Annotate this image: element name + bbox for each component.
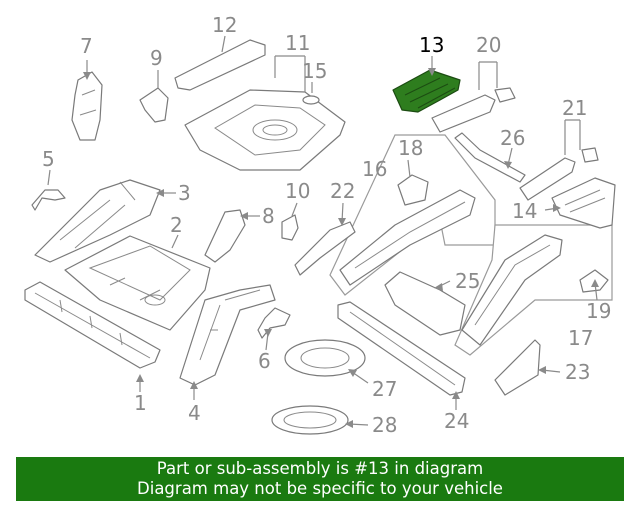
callout-1: 1: [134, 391, 147, 415]
part-20-shape: [431, 87, 516, 133]
callout-9: 9: [150, 46, 163, 70]
callout-14: 14: [512, 199, 537, 223]
callout-22: 22: [330, 179, 355, 203]
callout-12: 12: [212, 13, 237, 37]
part-3-shape: [34, 179, 161, 263]
part-27-shape: [284, 339, 366, 377]
part-23-shape: [494, 339, 541, 396]
part-12-shape: [174, 39, 266, 91]
callout-25: 25: [455, 269, 480, 293]
part-10-shape: [281, 214, 299, 241]
part-28-shape: [271, 405, 349, 435]
part-7-shape: [71, 71, 103, 141]
callout-13: 13: [419, 33, 444, 57]
banner-line-2: Diagram may not be specific to your vehi…: [137, 479, 503, 498]
part-15-shape: [302, 95, 320, 105]
callout-26: 26: [500, 126, 525, 150]
callout-24: 24: [444, 409, 469, 433]
callout-20: 20: [476, 33, 501, 57]
part-8-shape: [204, 209, 246, 263]
banner-line-1: Part or sub-assembly is #13 in diagram: [156, 459, 484, 478]
part-13-shape: [392, 69, 461, 113]
callout-21: 21: [562, 96, 587, 120]
part-11-shape: [184, 89, 346, 171]
part-25-shape: [384, 271, 466, 336]
callout-3: 3: [178, 181, 191, 205]
callout-2: 2: [170, 213, 183, 237]
callout-5: 5: [42, 147, 55, 171]
part-6-shape: [257, 307, 291, 339]
part-26-shape: [454, 132, 526, 183]
part-16-shape: [339, 189, 476, 286]
callout-10: 10: [285, 179, 310, 203]
part-24-shape: [337, 301, 466, 396]
callout-8: 8: [262, 204, 275, 228]
part-2-shape: [64, 235, 211, 331]
callout-numbers: 1 2 3 4 5 6 7 8 9 10 11 12 13 14 15 16 1…: [42, 13, 611, 437]
callout-15: 15: [302, 59, 327, 83]
part-17-shape: [461, 234, 563, 346]
callout-27: 27: [372, 377, 397, 401]
callout-18: 18: [398, 136, 423, 160]
part-22-shape: [294, 221, 356, 276]
callout-16: 16: [362, 157, 387, 181]
callout-4: 4: [188, 401, 201, 425]
part-21-shape: [519, 147, 599, 201]
part-4-shape: [179, 284, 276, 386]
callout-17: 17: [568, 326, 593, 350]
callout-19: 19: [586, 299, 611, 323]
part-9-shape: [139, 87, 169, 123]
callout-23: 23: [565, 360, 590, 384]
part-14-shape: [551, 177, 616, 229]
part-5-shape: [31, 189, 66, 211]
callout-28: 28: [372, 413, 397, 437]
part-1-shape: [24, 281, 161, 369]
callout-6: 6: [258, 349, 271, 373]
arrowheads: [83, 68, 599, 428]
callout-11: 11: [285, 31, 310, 55]
part-info-banner: Part or sub-assembly is #13 in diagram D…: [16, 457, 624, 501]
callout-7: 7: [80, 34, 93, 58]
